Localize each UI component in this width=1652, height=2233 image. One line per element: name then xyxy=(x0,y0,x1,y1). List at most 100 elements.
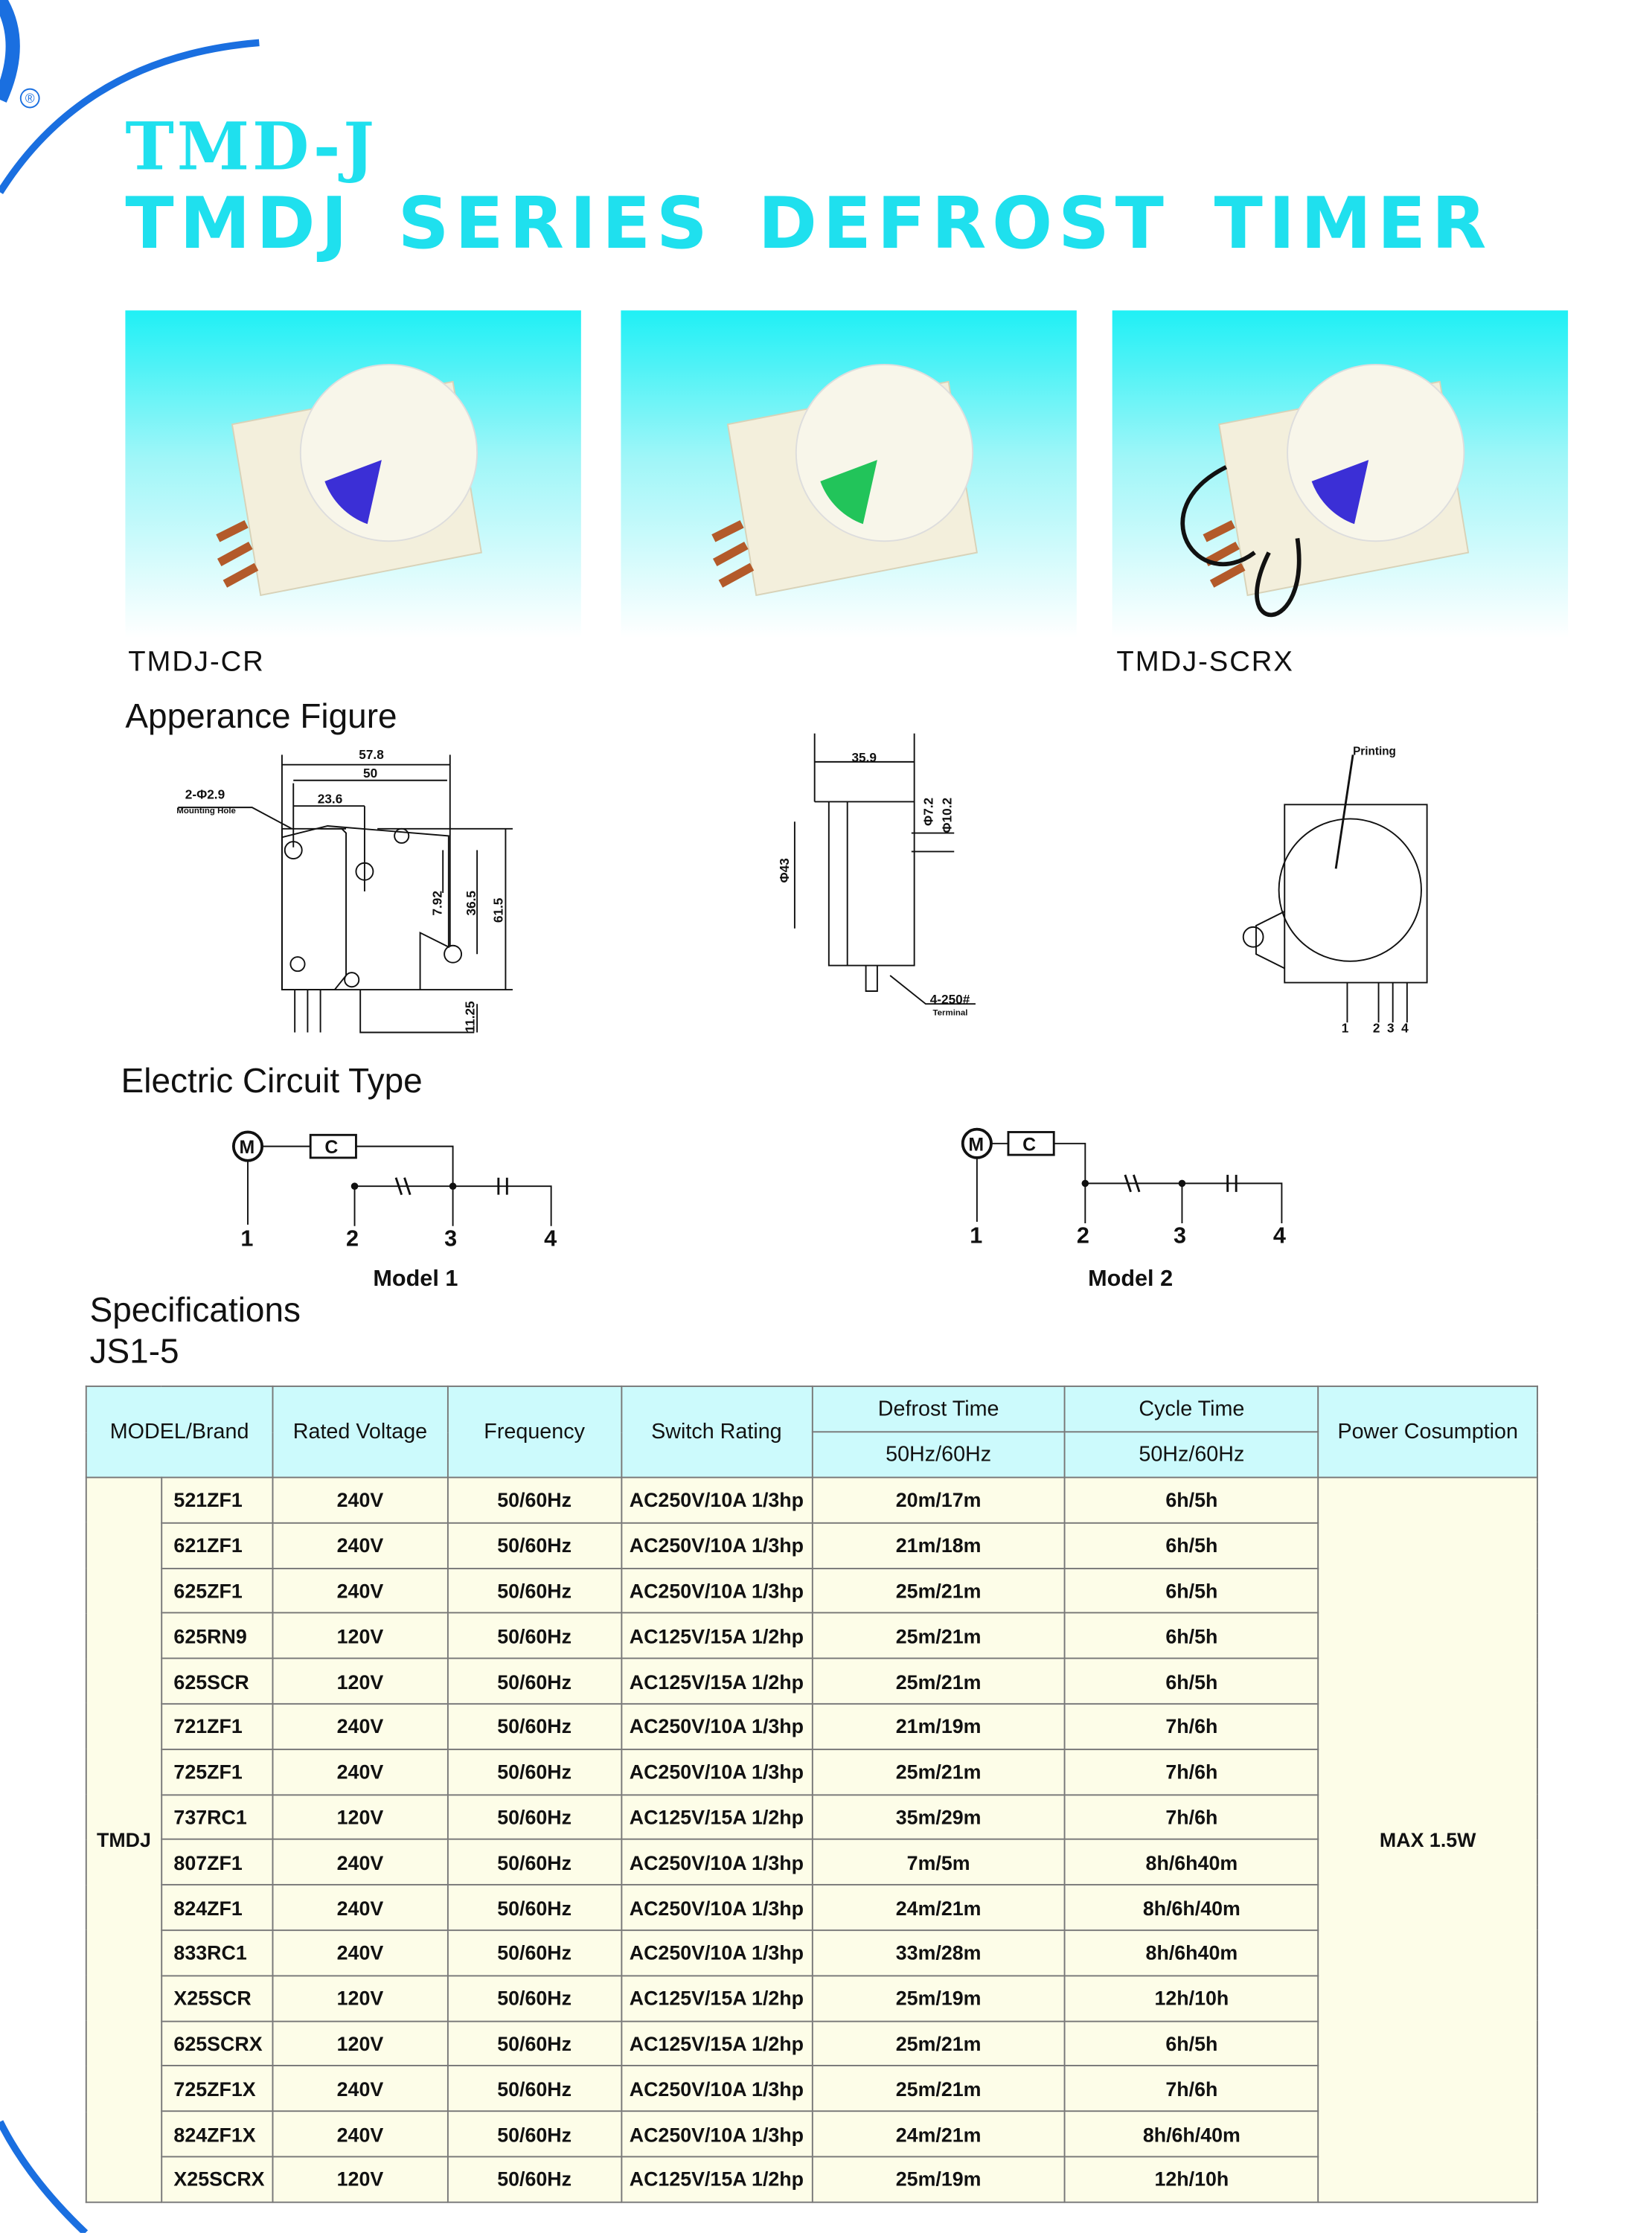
svg-text:61.5: 61.5 xyxy=(491,897,506,923)
cell-switch-rating: AC125V/15A 1/2hp xyxy=(620,1974,813,2022)
cell-model: 521ZF1 xyxy=(161,1476,274,1524)
cell-voltage: 240V xyxy=(272,1929,449,1976)
header-defrost-sub: 50Hz/60Hz xyxy=(811,1431,1066,1478)
svg-text:57.8: 57.8 xyxy=(359,747,384,762)
registered-mark: ® xyxy=(19,88,40,109)
cell-switch-rating: AC250V/10A 1/3hp xyxy=(620,1929,813,1976)
cell-model: X25SCR xyxy=(161,1974,274,2022)
front-view-drawing: 57.8 50 23.6 2-Φ2.9 Mounting Hole 7.92 3… xyxy=(176,747,513,1034)
cell-switch-rating: AC250V/10A 1/3hp xyxy=(620,1522,813,1569)
cell-defrost-time: 21m/19m xyxy=(811,1702,1066,1750)
specs-subtitle: JS1-5 xyxy=(89,1333,179,1371)
cell-model: 721ZF1 xyxy=(161,1702,274,1750)
svg-text:2: 2 xyxy=(1373,1021,1380,1036)
cell-switch-rating: AC125V/15A 1/2hp xyxy=(620,2156,813,2203)
cell-frequency: 50/60Hz xyxy=(446,1748,622,1795)
cell-cycle-time: 8h/6h/40m xyxy=(1064,1884,1319,1932)
svg-text:1: 1 xyxy=(970,1223,982,1249)
circuit-model-2: M C 1 2 3 4 Model 2 xyxy=(961,1127,1286,1291)
cell-cycle-time: 7h/6h xyxy=(1064,1793,1319,1841)
power-cell: MAX 1.5W xyxy=(1317,1476,1538,2203)
svg-text:3: 3 xyxy=(444,1226,457,1252)
cell-voltage: 240V xyxy=(272,1567,449,1615)
cell-model: 625SCRX xyxy=(161,2019,274,2067)
svg-text:3: 3 xyxy=(1387,1021,1395,1036)
cell-defrost-time: 21m/18m xyxy=(811,1522,1066,1569)
cell-switch-rating: AC125V/15A 1/2hp xyxy=(620,1658,813,1705)
cell-frequency: 50/60Hz xyxy=(446,2110,622,2158)
svg-text:1: 1 xyxy=(240,1226,253,1252)
product-photo-3 xyxy=(1112,310,1569,638)
side-view-drawing: 35.9 Φ43 Φ7.2 Φ10.2 4-250# Terminal xyxy=(777,733,976,1018)
cell-cycle-time: 7h/6h xyxy=(1064,2065,1319,2112)
cell-switch-rating: AC250V/10A 1/3hp xyxy=(620,1748,813,1795)
svg-text:Mounting Hole: Mounting Hole xyxy=(176,807,236,816)
cell-voltage: 240V xyxy=(272,1884,449,1932)
cell-cycle-time: 12h/10h xyxy=(1064,1974,1319,2022)
cell-model: 824ZF1 xyxy=(161,1884,274,1932)
svg-text:2-Φ2.9: 2-Φ2.9 xyxy=(185,787,225,802)
cell-switch-rating: AC250V/10A 1/3hp xyxy=(620,1476,813,1524)
cell-defrost-time: 25m/21m xyxy=(811,2065,1066,2112)
cell-frequency: 50/60Hz xyxy=(446,2019,622,2067)
cell-cycle-time: 6h/5h xyxy=(1064,1522,1319,1569)
cell-cycle-time: 6h/5h xyxy=(1064,1612,1319,1659)
cell-frequency: 50/60Hz xyxy=(446,1612,622,1659)
series-code: TMD-J xyxy=(125,108,377,185)
cell-defrost-time: 25m/19m xyxy=(811,2156,1066,2203)
cell-voltage: 120V xyxy=(272,2156,449,2203)
cell-voltage: 240V xyxy=(272,1476,449,1524)
photo-caption-3: TMDJ-SCRX xyxy=(1116,646,1294,678)
svg-text:C: C xyxy=(324,1137,338,1158)
cell-defrost-time: 25m/19m xyxy=(811,1974,1066,2022)
cell-defrost-time: 20m/17m xyxy=(811,1476,1066,1524)
cell-defrost-time: 7m/5m xyxy=(811,1839,1066,1886)
circuit-model-1: M C 1 2 3 4 Model 1 xyxy=(231,1130,557,1291)
svg-text:11.25: 11.25 xyxy=(462,1001,477,1033)
timer-illustration xyxy=(216,363,482,597)
svg-text:Model 1: Model 1 xyxy=(373,1266,458,1291)
cell-voltage: 240V xyxy=(272,2110,449,2158)
svg-text:2: 2 xyxy=(1077,1223,1089,1249)
svg-text:Printing: Printing xyxy=(1353,745,1396,757)
cell-switch-rating: AC250V/10A 1/3hp xyxy=(620,1702,813,1750)
svg-text:50: 50 xyxy=(363,766,377,781)
header-frequency: Frequency xyxy=(446,1385,622,1478)
svg-text:Φ7.2: Φ7.2 xyxy=(921,798,936,826)
cell-frequency: 50/60Hz xyxy=(446,1884,622,1932)
back-view-drawing: Printing 1 2 3 4 xyxy=(1242,745,1428,1036)
cell-cycle-time: 7h/6h xyxy=(1064,1748,1319,1795)
header-cycle-sub: 50Hz/60Hz xyxy=(1064,1431,1319,1478)
circuit-title: Electric Circuit Type xyxy=(121,1062,423,1101)
svg-text:4: 4 xyxy=(544,1226,557,1252)
cell-defrost-time: 25m/21m xyxy=(811,1612,1066,1659)
cell-defrost-time: 25m/21m xyxy=(811,2019,1066,2067)
specs-title: Specifications xyxy=(89,1291,301,1330)
cell-voltage: 240V xyxy=(272,1748,449,1795)
cell-switch-rating: AC250V/10A 1/3hp xyxy=(620,2110,813,2158)
cell-model: 824ZF1X xyxy=(161,2110,274,2158)
timer-illustration xyxy=(1180,363,1470,618)
cell-model: 833RC1 xyxy=(161,1929,274,1976)
cell-switch-rating: AC250V/10A 1/3hp xyxy=(620,2065,813,2112)
cell-frequency: 50/60Hz xyxy=(446,1476,622,1524)
cell-frequency: 50/60Hz xyxy=(446,1793,622,1841)
svg-text:7.92: 7.92 xyxy=(429,891,444,916)
svg-text:M: M xyxy=(240,1137,255,1158)
cell-model: X25SCRX xyxy=(161,2156,274,2203)
cell-frequency: 50/60Hz xyxy=(446,1522,622,1569)
cell-defrost-time: 35m/29m xyxy=(811,1793,1066,1841)
svg-text:Terminal: Terminal xyxy=(933,1009,968,1018)
svg-text:3: 3 xyxy=(1174,1223,1186,1249)
cell-defrost-time: 24m/21m xyxy=(811,2110,1066,2158)
